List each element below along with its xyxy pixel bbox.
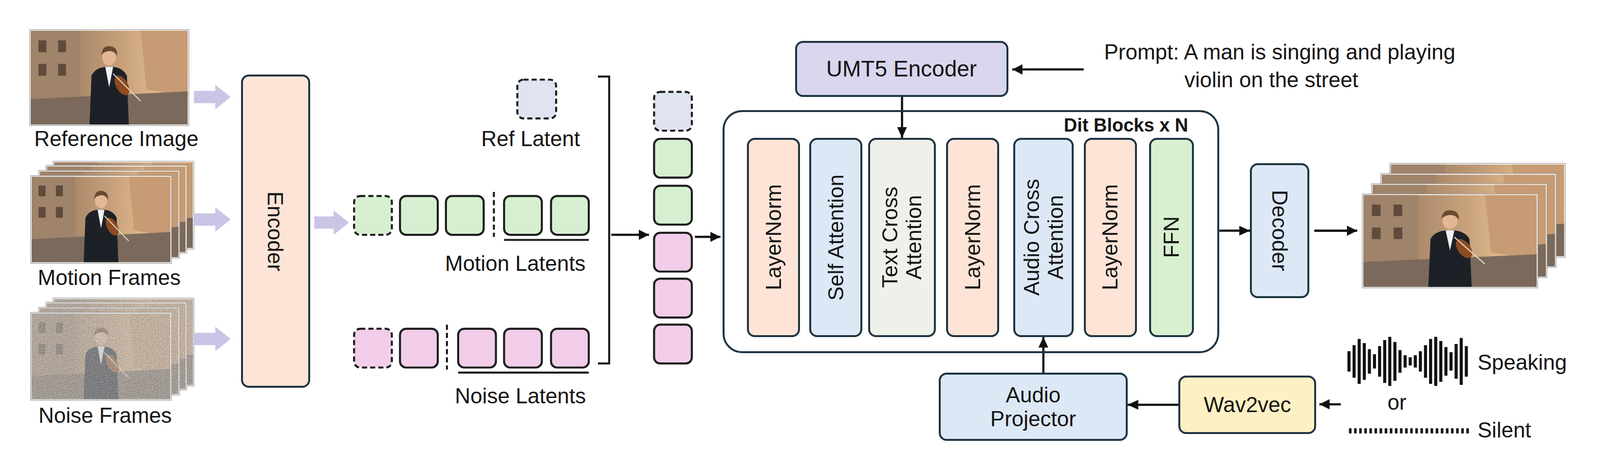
cross-attention-box: Audio Cross Attention — [1013, 137, 1074, 337]
layernorm-box: LayerNorm — [1083, 137, 1137, 337]
label-text: Silent — [1477, 417, 1532, 442]
connector-arrow — [1042, 336, 1045, 373]
input-arrow — [193, 326, 231, 352]
motion-latent — [446, 195, 484, 235]
node-text: Audio Cross Attention — [1019, 164, 1068, 311]
bracket — [597, 76, 610, 364]
token-motion — [653, 138, 692, 178]
node-text: Decoder — [1267, 189, 1292, 271]
noise-latent — [551, 328, 590, 368]
motion-latent — [353, 195, 392, 235]
attention-box: Self Attention — [809, 137, 863, 337]
projector-box: Audio Projector — [938, 372, 1128, 441]
label-text: Ref Latent — [481, 126, 580, 151]
text-encoder-box: UMT5 Encoder — [795, 40, 1009, 97]
noise-photo — [31, 313, 180, 399]
noise-latent — [458, 328, 497, 368]
noise-overlay — [31, 313, 171, 399]
divider — [492, 191, 495, 237]
token-motion — [653, 185, 692, 225]
motion-latent — [503, 195, 542, 235]
node-text: Self Attention — [823, 174, 848, 301]
silent-waveform — [1348, 427, 1470, 433]
noise-latent — [503, 328, 542, 368]
noise-latent — [400, 328, 439, 368]
ref-latent — [517, 79, 557, 119]
connector-arrow — [1219, 229, 1250, 232]
audio-encoder-box: Wav2vec — [1178, 375, 1317, 434]
flow-arrow — [611, 233, 650, 237]
flow-arrow — [694, 235, 721, 239]
flow-arrows — [611, 69, 1358, 405]
layernorm-box: LayerNorm — [746, 137, 800, 337]
ffn-box: FFN — [1149, 137, 1194, 337]
underline — [458, 371, 589, 374]
node-text: Wav2vec — [1203, 392, 1291, 417]
output-frame-stack — [1362, 163, 1576, 288]
underline — [503, 238, 589, 241]
divider — [446, 324, 448, 370]
label-text: Motion Frames — [37, 265, 181, 290]
motion-latent — [400, 195, 439, 235]
label-text: Noise Latents — [454, 383, 586, 408]
node-text: UMT5 Encoder — [826, 56, 977, 82]
node-text: LayerNorm — [1097, 184, 1122, 291]
token-noise — [653, 324, 692, 364]
motion-latent — [551, 195, 590, 235]
node-text: LayerNorm — [761, 184, 786, 291]
dit-block-group: Dit Blocks x N LayerNorm Self Attention Tex… — [722, 110, 1220, 354]
input-arrow — [193, 84, 231, 110]
token-ref — [653, 92, 692, 131]
node-text: Dit Blocks x N — [1063, 114, 1189, 136]
token-noise — [653, 278, 692, 318]
latent-blocks — [353, 76, 692, 373]
cross-attention-box: Text Cross Attention — [868, 137, 936, 337]
noise-latent — [353, 328, 392, 368]
node-text: Text Cross Attention — [877, 168, 927, 306]
label-text: Motion Latents — [445, 251, 586, 276]
layernorm-box: LayerNorm — [946, 137, 1000, 337]
reference-photo — [30, 30, 198, 125]
node-text: LayerNorm — [960, 184, 985, 291]
encoder-out-arrow — [314, 210, 349, 235]
flow-arrow — [1319, 403, 1341, 406]
motion-frame-stack — [30, 161, 202, 264]
node-text: Audio Projector — [965, 382, 1102, 431]
photo-frame — [30, 312, 172, 400]
node-text: Encoder — [263, 191, 288, 272]
label-text: or — [1387, 390, 1407, 414]
encoder-box: Encoder — [241, 74, 311, 388]
label-text: Prompt: A man is singing and playing vio… — [1104, 37, 1489, 94]
output-photo — [1363, 194, 1548, 287]
flow-arrow — [1314, 229, 1358, 232]
motion-photo — [31, 176, 180, 263]
node-text: FFN — [1159, 216, 1184, 259]
label-text: Reference Image — [34, 126, 199, 151]
noise-frame-stack — [30, 297, 202, 401]
connector-arrow — [900, 96, 904, 138]
connector-arrow — [1127, 403, 1179, 407]
input-arrow — [193, 206, 231, 232]
decoder-box: Decoder — [1249, 163, 1310, 298]
label-text: Noise Frames — [38, 403, 172, 428]
token-noise — [653, 232, 692, 272]
speech-waveform — [1348, 336, 1467, 387]
flow-arrow — [1012, 68, 1084, 71]
label-text: Speaking — [1477, 350, 1567, 374]
